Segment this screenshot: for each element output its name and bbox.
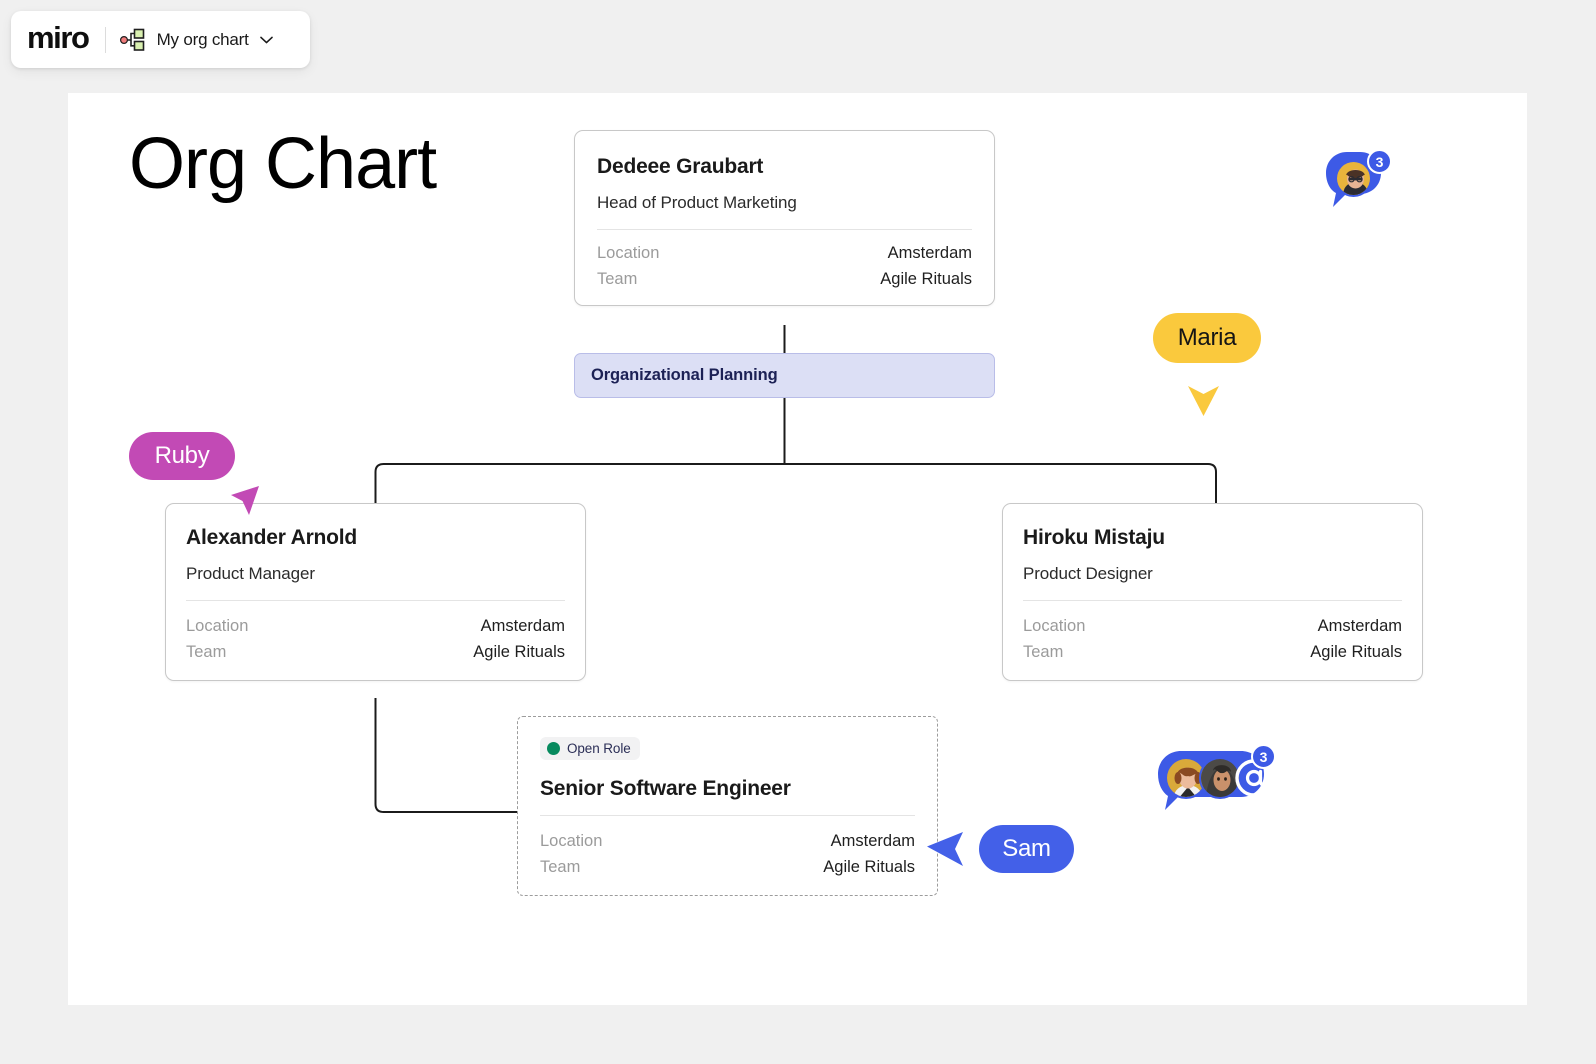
org-card-open-role[interactable]: Open Role Senior Software Engineer Locat… bbox=[517, 716, 938, 896]
person-role: Product Designer bbox=[1023, 564, 1153, 583]
person-name: Alexander Arnold bbox=[186, 526, 358, 549]
comment-count-badge: 3 bbox=[1367, 149, 1392, 174]
role-title: Senior Software Engineer bbox=[540, 777, 791, 800]
card-field-row: Team Agile Rituals bbox=[597, 270, 972, 289]
field-value: Agile Rituals bbox=[823, 858, 915, 876]
status-badge-label: Open Role bbox=[567, 741, 631, 756]
card-field-row: Team Agile Rituals bbox=[1023, 643, 1402, 662]
field-key: Location bbox=[540, 832, 603, 850]
card-field-row: Location Amsterdam bbox=[597, 244, 972, 263]
card-field-row: Team Agile Rituals bbox=[186, 643, 565, 662]
page-title: Org Chart bbox=[129, 124, 437, 204]
card-divider bbox=[186, 600, 565, 601]
avatar bbox=[1165, 757, 1207, 799]
field-value: Amsterdam bbox=[887, 244, 972, 262]
field-value: Agile Rituals bbox=[473, 643, 565, 661]
org-chart-thumbnail-icon bbox=[119, 28, 144, 51]
magenta-cursor-arrow bbox=[231, 486, 259, 515]
field-value: Amsterdam bbox=[1317, 617, 1402, 635]
chevron-down-icon[interactable] bbox=[259, 36, 273, 44]
field-value: Amsterdam bbox=[830, 832, 915, 850]
field-key: Team bbox=[597, 270, 638, 288]
person-name: Dedeee Graubart bbox=[597, 155, 764, 178]
card-header: Dedeee Graubart Head of Product Marketin… bbox=[575, 131, 994, 229]
card-fields: Location Amsterdam Team Agile Rituals bbox=[1003, 601, 1422, 680]
card-fields: Location Amsterdam Team Agile Rituals bbox=[575, 230, 994, 305]
card-fields: Location Amsterdam Team Agile Rituals bbox=[518, 816, 937, 895]
field-key: Team bbox=[186, 643, 227, 661]
collaborator-name: Maria bbox=[1177, 324, 1237, 351]
org-card-hiroku-mistaju[interactable]: Hiroku Mistaju Product Designer Location… bbox=[1002, 503, 1423, 681]
field-value: Amsterdam bbox=[480, 617, 565, 635]
avatar bbox=[1199, 757, 1241, 799]
card-divider bbox=[597, 229, 972, 230]
org-card-root[interactable]: Dedeee Graubart Head of Product Marketin… bbox=[574, 130, 995, 306]
comment-bubble-open-role[interactable]: 3 bbox=[1152, 744, 1276, 818]
field-key: Team bbox=[1023, 643, 1064, 661]
group-label: Organizational Planning bbox=[591, 366, 778, 384]
status-badge: Open Role bbox=[540, 737, 640, 760]
collaborator-label-sam: Sam bbox=[979, 825, 1074, 873]
card-field-row: Location Amsterdam bbox=[186, 617, 565, 636]
card-divider bbox=[1023, 600, 1402, 601]
card-field-row: Team Agile Rituals bbox=[540, 858, 915, 877]
avatar bbox=[1335, 160, 1372, 197]
org-card-alexander-arnold[interactable]: Alexander Arnold Product Manager Locatio… bbox=[165, 503, 586, 681]
comment-bubble-top-right[interactable]: 3 bbox=[1318, 147, 1398, 215]
card-field-row: Location Amsterdam bbox=[540, 832, 915, 851]
collaborator-label-ruby: Ruby bbox=[129, 432, 235, 480]
person-role: Product Manager bbox=[186, 564, 315, 583]
field-value: Agile Rituals bbox=[1310, 643, 1402, 661]
field-key: Location bbox=[597, 244, 660, 262]
person-name: Hiroku Mistaju bbox=[1023, 526, 1165, 549]
field-key: Location bbox=[1023, 617, 1086, 635]
collaborator-name: Ruby bbox=[154, 442, 210, 469]
field-key: Team bbox=[540, 858, 581, 876]
org-group-organizational-planning[interactable]: Organizational Planning bbox=[574, 353, 995, 398]
blue-cursor-arrow bbox=[927, 832, 963, 866]
field-key: Location bbox=[186, 617, 249, 635]
board-name-label[interactable]: My org chart bbox=[156, 29, 249, 49]
card-header: Open Role Senior Software Engineer bbox=[518, 717, 937, 815]
field-value: Agile Rituals bbox=[880, 270, 972, 288]
card-header: Hiroku Mistaju Product Designer bbox=[1003, 504, 1422, 600]
collaborator-name: Sam bbox=[1002, 835, 1051, 862]
card-divider bbox=[540, 815, 915, 816]
board-toolbar: miro My org chart bbox=[11, 11, 310, 68]
status-dot-icon bbox=[547, 742, 560, 755]
yellow-cursor-arrow bbox=[1188, 386, 1219, 416]
card-fields: Location Amsterdam Team Agile Rituals bbox=[166, 601, 585, 680]
person-role: Head of Product Marketing bbox=[597, 193, 797, 212]
miro-logo[interactable]: miro bbox=[27, 20, 90, 55]
toolbar-divider bbox=[104, 26, 106, 53]
collaborator-label-maria: Maria bbox=[1153, 313, 1261, 363]
card-field-row: Location Amsterdam bbox=[1023, 617, 1402, 636]
comment-count-badge: 3 bbox=[1251, 744, 1276, 769]
card-header: Alexander Arnold Product Manager bbox=[166, 504, 585, 600]
